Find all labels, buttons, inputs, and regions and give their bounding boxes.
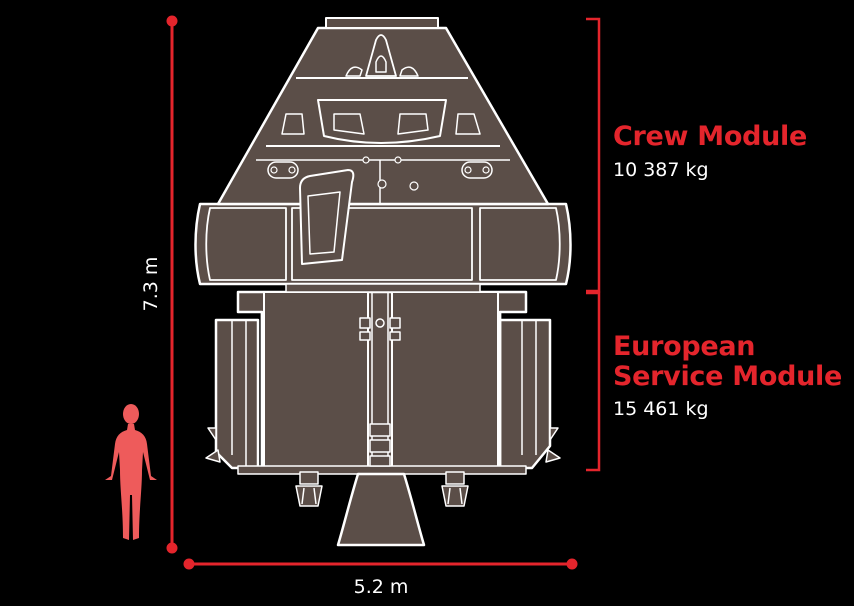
crew-module-title: Crew Module [613,121,808,152]
auxiliary-thrusters [295,471,469,507]
service-module-label: European Service Module 15 461 kg [613,331,842,421]
crew-module-mass: 10 387 kg [613,159,709,181]
width-dimension-line [183,558,578,570]
crew-module-label: Crew Module 10 387 kg [613,121,808,182]
width-dimension-label: 5.2 m [354,576,409,598]
service-module-body [236,290,528,475]
service-module-mass: 15 461 kg [613,398,709,420]
crew-module-body [216,17,550,206]
crew-module-skirt [194,202,572,293]
height-dimension-line [166,15,178,554]
left-side-panel [205,318,260,470]
height-dimension-label: 7.3 m [140,257,162,312]
right-side-panel [498,318,561,470]
service-module-title-line-1: European [613,331,756,362]
service-module-bracket [586,291,601,472]
orion-spacecraft-illustration-icon [194,17,572,547]
hatch-strap [299,169,355,265]
service-module-title-line-2: Service Module [613,361,842,392]
crew-module-bracket [586,17,601,293]
human-scale-silhouette-icon [105,404,157,540]
main-engine-nozzle [336,472,426,547]
